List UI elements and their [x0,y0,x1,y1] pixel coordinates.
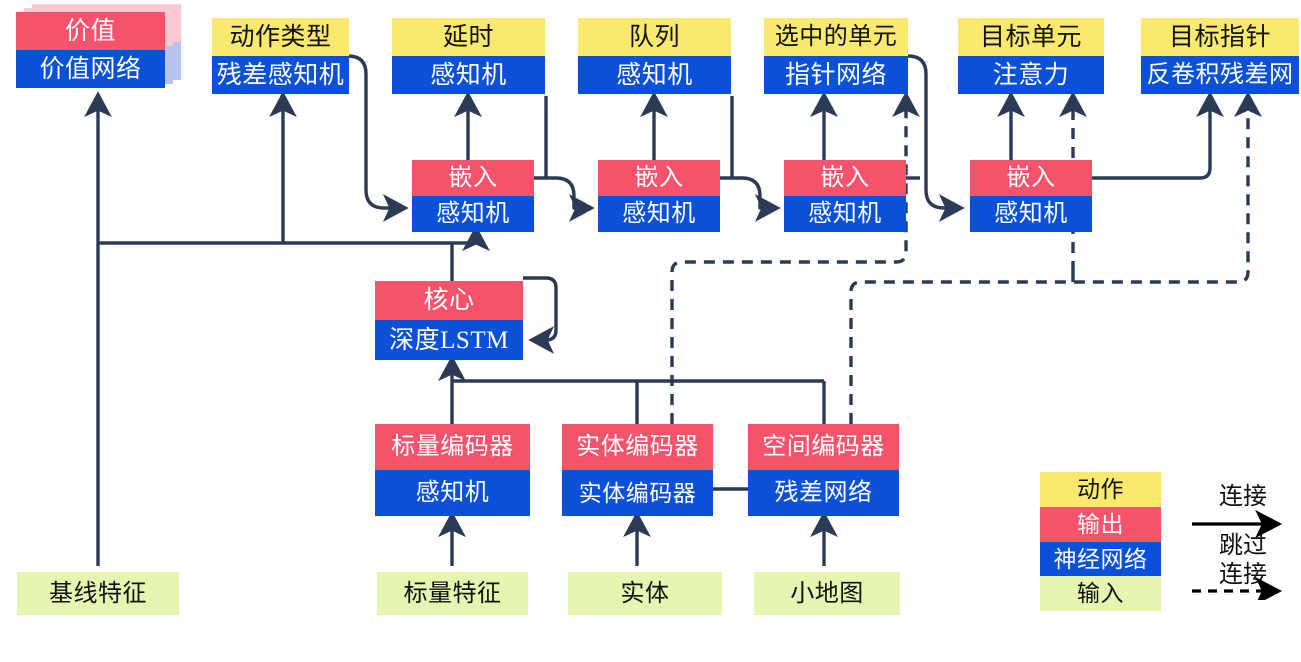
legend-swatch-action: 动作 [1040,472,1161,507]
node-embed-2-top-label: 嵌入 [598,160,720,196]
node-embed-1-top-label: 嵌入 [412,160,534,196]
node-target-unit[interactable]: 目标单元 注意力 [958,18,1104,94]
node-core[interactable]: 核心 深度LSTM [375,281,523,360]
node-entity-encoder-bottom-label: 实体编码器 [562,470,713,516]
node-queued-bottom-label: 感知机 [578,56,731,94]
wire-selectedunits-to-embed4 [907,54,965,222]
node-embed-4-bottom-label: 感知机 [970,196,1092,232]
node-scalar-encoder[interactable]: 标量编码器 感知机 [375,424,530,516]
node-spatial-encoder[interactable]: 空间编码器 残差网络 [748,424,899,516]
node-action-type[interactable]: 动作类型 残差感知机 [212,18,349,94]
node-queued-top-label: 队列 [578,18,731,56]
skip-entity-to-selected-units [670,91,920,424]
node-delay[interactable]: 延时 感知机 [392,18,545,94]
node-entity-encoder-top-label: 实体编码器 [562,424,713,470]
node-value-top-label: 价值 [16,12,165,50]
node-scalar-encoder-top-label: 标量编码器 [375,424,530,470]
node-minimap[interactable]: 小地图 [754,572,900,615]
node-scalar-features[interactable]: 标量特征 [377,572,528,615]
node-value-bottom-label: 价值网络 [16,50,165,88]
node-scalar-features-label: 标量特征 [377,572,528,615]
node-embed-2[interactable]: 嵌入 感知机 [598,160,720,232]
node-entity-encoder[interactable]: 实体编码器 实体编码器 [562,424,713,516]
node-embed-4-top-label: 嵌入 [970,160,1092,196]
node-spatial-encoder-top-label: 空间编码器 [748,424,899,470]
node-embed-3-bottom-label: 感知机 [784,196,906,232]
wire-embed2-to-embed3 [720,176,781,222]
node-target-point[interactable]: 目标指针 反卷积残差网 [1141,18,1299,94]
legend-arrow-samples [1192,509,1283,600]
node-delay-top-label: 延时 [392,18,545,56]
node-selected-units-top-label: 选中的单元 [764,18,908,56]
legend-swatch-output: 输出 [1040,507,1161,542]
legend-swatch-network: 神经网络 [1040,542,1161,576]
node-embed-3-top-label: 嵌入 [784,160,906,196]
node-entities-label: 实体 [568,572,722,615]
node-scalar-encoder-bottom-label: 感知机 [375,470,530,516]
wire-core-recurrent-loop [523,276,558,354]
node-embed-2-bottom-label: 感知机 [598,196,720,232]
node-baseline-features-label: 基线特征 [17,572,179,615]
wire-embed1-to-embed2 [534,176,595,222]
legend-connection-label: 连接 [1219,484,1267,510]
node-embed-3[interactable]: 嵌入 感知机 [784,160,906,232]
skip-spatial-to-target-point [849,91,1262,424]
node-action-type-top-label: 动作类型 [212,18,349,56]
node-core-top-label: 核心 [375,281,523,320]
node-spatial-encoder-bottom-label: 残差网络 [748,470,899,516]
node-selected-units[interactable]: 选中的单元 指针网络 [764,18,908,94]
legend-swatches: 动作 输出 神经网络 输入 [1040,472,1161,611]
wire-embed4-to-target-point [1092,91,1224,180]
node-entities[interactable]: 实体 [568,572,722,615]
legend-swatch-input: 输入 [1040,576,1161,611]
node-queued[interactable]: 队列 感知机 [578,18,731,94]
node-action-type-bottom-label: 残差感知机 [212,56,349,94]
node-embed-1[interactable]: 嵌入 感知机 [412,160,534,232]
node-target-point-bottom-label: 反卷积残差网 [1141,56,1299,94]
node-target-point-top-label: 目标指针 [1141,18,1299,56]
node-target-unit-bottom-label: 注意力 [958,56,1104,94]
node-selected-units-bottom-label: 指针网络 [764,56,908,94]
node-embed-1-bottom-label: 感知机 [412,196,534,232]
node-target-unit-top-label: 目标单元 [958,18,1104,56]
node-minimap-label: 小地图 [754,572,900,615]
node-value[interactable]: 价值 价值网络 [16,12,165,88]
node-embed-4[interactable]: 嵌入 感知机 [970,160,1092,232]
node-baseline-features[interactable]: 基线特征 [17,572,179,615]
node-delay-bottom-label: 感知机 [392,56,545,94]
node-core-bottom-label: 深度LSTM [375,320,523,360]
